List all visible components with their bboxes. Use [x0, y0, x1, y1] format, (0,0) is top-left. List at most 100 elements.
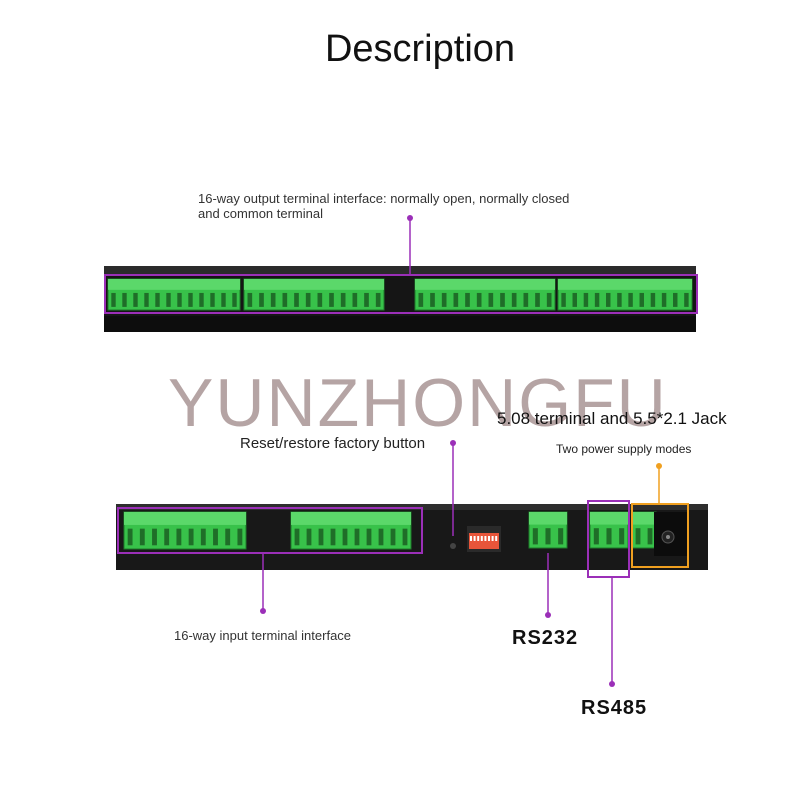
- input-block-2: [290, 511, 412, 550]
- power-supply-highlight: [631, 503, 689, 568]
- output-block-1: [107, 278, 241, 311]
- terminal-slot: [282, 292, 288, 307]
- dip-tooth: [488, 536, 490, 541]
- top-device-panel: [104, 266, 698, 332]
- output-block-2-top: [244, 279, 384, 290]
- reset-button-hole: [450, 543, 456, 549]
- terminal-slot: [329, 292, 334, 307]
- power-terminal-block: [631, 511, 657, 549]
- top-device-bottom-edge: [104, 316, 696, 332]
- dip-tooth: [491, 536, 494, 541]
- dip-switch: [469, 533, 499, 549]
- terminal-slot: [342, 528, 348, 546]
- output-block-3-top: [415, 279, 555, 290]
- terminal-slot: [647, 528, 653, 545]
- rs485-callout-dot: [609, 681, 615, 687]
- terminal-slot: [200, 528, 206, 546]
- power-callout-dot: [656, 463, 662, 469]
- output-block-4-top: [558, 279, 692, 290]
- terminal-slot: [453, 292, 459, 307]
- power-terminal-block-top: [632, 512, 656, 525]
- terminal-slot: [628, 292, 633, 307]
- dip-tooth: [495, 536, 498, 541]
- dip-tooth: [484, 536, 487, 541]
- terminal-slot: [606, 528, 612, 545]
- terminal-slot: [558, 528, 564, 545]
- terminal-slot: [390, 528, 396, 546]
- dip-tooth: [477, 536, 480, 541]
- terminal-slot: [441, 292, 447, 307]
- watermark: YUNZHONGFU: [168, 365, 668, 441]
- terminal-slot: [221, 292, 226, 307]
- rs232-callout-dot: [545, 612, 551, 618]
- terminal-slot: [364, 292, 369, 307]
- terminal-slot: [306, 528, 312, 546]
- terminal-slot: [593, 528, 599, 545]
- terminal-slot: [164, 528, 170, 546]
- rs485-highlight: [587, 500, 630, 578]
- terminal-slot: [177, 292, 182, 307]
- terminal-slot: [213, 528, 218, 546]
- terminal-slot: [617, 292, 622, 307]
- dip-tooth: [470, 536, 472, 541]
- page-title: Description: [324, 28, 516, 70]
- terminal-slot: [535, 292, 540, 307]
- terminal-slot: [352, 292, 358, 307]
- terminal-slot: [500, 292, 505, 307]
- terminal-slot: [152, 528, 157, 546]
- terminal-slot: [488, 292, 494, 307]
- input-terminal-label: 16-way input terminal interface: [174, 628, 352, 643]
- terminal-slot: [127, 528, 133, 546]
- terminal-slot: [317, 292, 323, 307]
- terminal-slot: [532, 528, 538, 545]
- output-block-4: [557, 278, 693, 311]
- terminal-slot: [294, 528, 300, 546]
- rs232-label: RS232: [512, 627, 579, 649]
- reset-callout-dot: [450, 440, 456, 446]
- rs232-block: [528, 511, 568, 549]
- terminal-slot: [225, 528, 231, 546]
- input-terminal-blocks: [123, 511, 657, 550]
- terminal-slot: [378, 528, 384, 546]
- terminal-slot: [247, 292, 253, 307]
- reset-button-label: Reset/restore factory button: [240, 435, 426, 452]
- terminal-slot: [166, 292, 171, 307]
- rs232-block-top: [529, 512, 567, 525]
- terminal-slot: [305, 292, 311, 307]
- terminal-slot: [583, 292, 589, 307]
- bottom-device-panel: [116, 500, 708, 578]
- power-jack-pin: [666, 535, 670, 539]
- output-terminal-label-line2: and common terminal: [198, 206, 323, 221]
- terminal-slot: [673, 292, 678, 307]
- terminal-slot: [619, 528, 625, 545]
- dip-switch-teeth: [470, 536, 498, 541]
- terminal-slot: [465, 292, 470, 307]
- terminal-slot: [330, 528, 336, 546]
- terminal-slot: [661, 292, 667, 307]
- output-terminal-blocks: [107, 278, 693, 311]
- power-modes-label: Two power supply modes: [556, 442, 692, 456]
- input-terminal-highlight: [117, 507, 423, 554]
- rs485-label: RS485: [581, 697, 648, 719]
- terminal-slot: [294, 292, 299, 307]
- terminal-slot: [139, 528, 145, 546]
- terminal-slot: [354, 528, 360, 546]
- output-callout-dot: [407, 215, 413, 221]
- input-block-1: [123, 511, 247, 550]
- terminal-slot: [340, 292, 346, 307]
- rs485-block: [589, 511, 629, 549]
- terminal-slot: [144, 292, 149, 307]
- output-terminal-label-line1: 16-way output terminal interface: normal…: [198, 191, 570, 206]
- input-block-1-top: [124, 512, 246, 525]
- terminal-slot: [366, 528, 372, 546]
- terminal-slot: [270, 292, 276, 307]
- output-block-3: [414, 278, 556, 311]
- terminal-slot: [572, 292, 577, 307]
- terminal-slot: [133, 292, 138, 307]
- output-terminal-highlight: [104, 274, 698, 314]
- terminal-slot: [375, 292, 381, 307]
- terminal-slot: [650, 292, 656, 307]
- terminal-slot: [511, 292, 517, 307]
- terminal-slot: [635, 528, 641, 545]
